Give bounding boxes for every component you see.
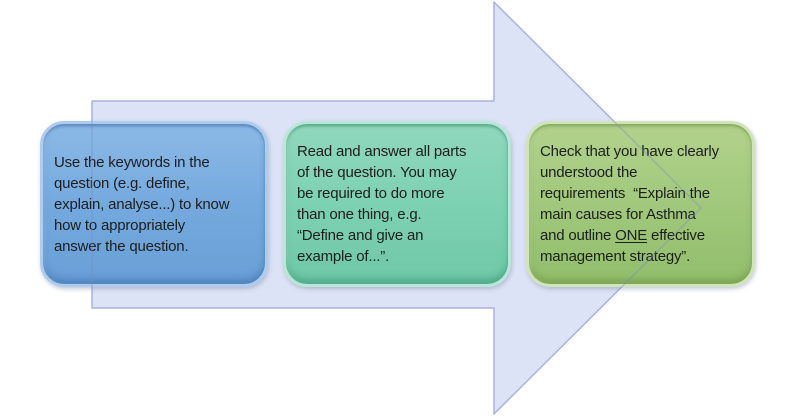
step-3-text-after: effective management strategy”.: [540, 227, 705, 265]
step-box-3: Check that you have clearly understood t…: [526, 121, 755, 287]
step-3-text-before: Check that you have clearly understood t…: [540, 143, 719, 244]
step-box-1: Use the keywords in the question (e.g. d…: [40, 121, 268, 287]
step-3-text: Check that you have clearly understood t…: [529, 141, 726, 267]
step-box-2: Read and answer all parts of the questio…: [283, 121, 511, 287]
step-3-text-underlined: ONE: [615, 227, 648, 244]
step-1-text: Use the keywords in the question (e.g. d…: [54, 153, 230, 255]
step-2-text: Read and answer all parts of the questio…: [297, 143, 467, 265]
